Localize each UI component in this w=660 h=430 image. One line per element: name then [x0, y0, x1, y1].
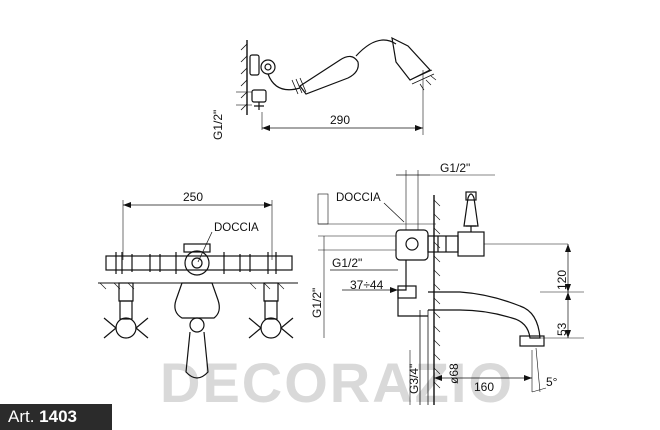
- article-number: 1403: [39, 407, 77, 426]
- side-view: [317, 170, 584, 405]
- front-view: [98, 200, 298, 379]
- dim-side-left-thread: G1/2": [310, 288, 324, 318]
- handshower-view: [236, 36, 437, 135]
- dim-290: 290: [330, 113, 350, 127]
- front-doccia-label: DOCCIA: [214, 222, 259, 234]
- dim-spout-diameter: ø68: [447, 363, 461, 384]
- dim-handshower-thread: G1/2": [211, 110, 225, 140]
- dim-angle: 5°: [546, 375, 558, 389]
- article-badge: Art. 1403: [0, 404, 112, 430]
- dim-wall-range: 37÷44: [350, 278, 384, 292]
- article-prefix: Art.: [8, 407, 40, 426]
- dim-side-inner-thread: G1/2": [332, 256, 362, 270]
- dim-250: 250: [183, 190, 203, 204]
- dim-side-top-thread: G1/2": [440, 161, 470, 175]
- dim-53: 53: [555, 322, 569, 336]
- dim-160: 160: [474, 380, 494, 394]
- dim-pipe-thread: G3/4": [407, 364, 421, 394]
- watermark-text: DECORAZIO: [160, 351, 514, 414]
- dim-120: 120: [555, 270, 569, 290]
- side-doccia-label: DOCCIA: [336, 192, 381, 204]
